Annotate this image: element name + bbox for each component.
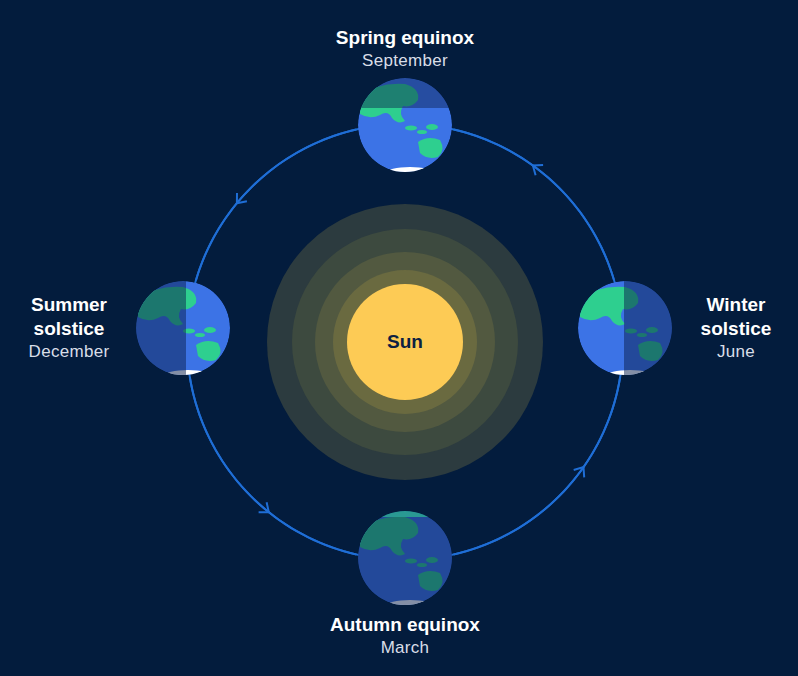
glow-ring [267, 204, 543, 480]
earth-globe [358, 511, 452, 605]
earth-globe [136, 281, 230, 375]
earth-node: Autumn equinoxMarch [358, 511, 452, 605]
season-name: Winter solstice [678, 293, 794, 341]
glow-ring [292, 229, 518, 455]
earth-globe [358, 78, 452, 172]
earth-node: Spring equinoxSeptember [358, 78, 452, 172]
season-label: Summer solsticeDecember [8, 293, 130, 363]
orbit-arrow [454, 130, 614, 281]
orbit-arc [454, 130, 614, 281]
season-name: Summer solstice [8, 293, 130, 341]
earth-globe [578, 281, 672, 375]
glow-ring [333, 270, 477, 414]
glow-ring [315, 252, 495, 432]
orbit-arrow [196, 130, 356, 281]
season-label: Autumn equinoxMarch [275, 613, 535, 659]
season-label: Spring equinoxSeptember [275, 26, 535, 72]
month-name: June [678, 341, 794, 363]
sun-circle: Sun [347, 284, 463, 400]
season-label: Winter solsticeJune [678, 293, 794, 363]
earth-node: Summer solsticeDecember [136, 281, 230, 375]
arrow-head [237, 193, 247, 203]
arrow-head [259, 502, 269, 512]
earth-node: Winter solsticeJune [578, 281, 672, 375]
season-name: Spring equinox [275, 26, 535, 50]
arrow-head [533, 165, 543, 175]
month-name: December [8, 341, 130, 363]
orbit-arrow [190, 377, 357, 554]
month-name: March [275, 637, 535, 659]
orbit-arc [454, 377, 621, 555]
month-name: September [275, 50, 535, 72]
season-name: Autumn equinox [275, 613, 535, 637]
sun-label: Sun [387, 331, 423, 353]
orbit-line [187, 124, 623, 560]
orbit-arrow [454, 377, 621, 555]
orbit-arc [196, 130, 356, 281]
orbit-arc [190, 377, 357, 554]
arrow-head [574, 467, 585, 477]
